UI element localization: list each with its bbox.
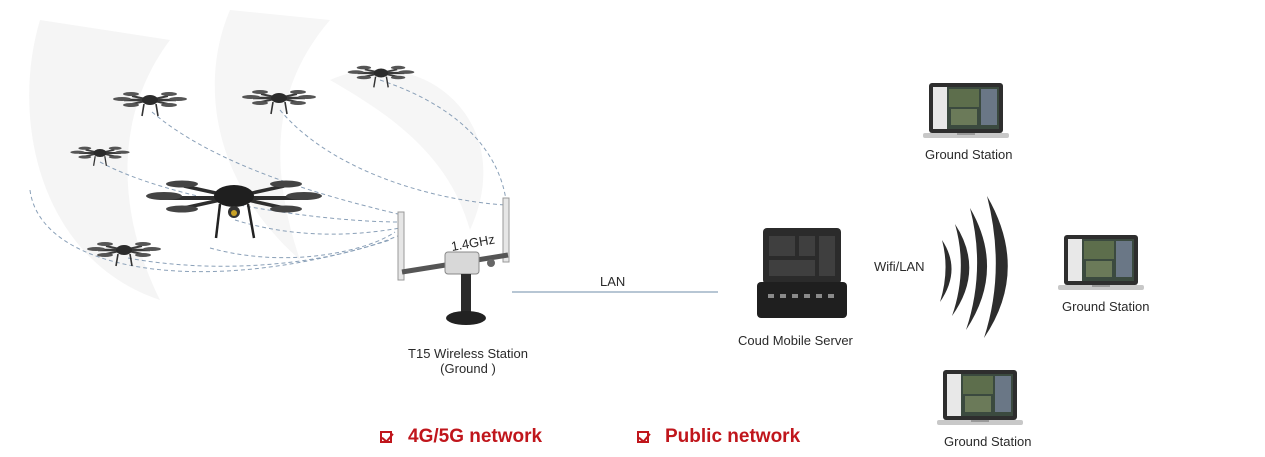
frequency-label: 1.4GHz <box>450 232 496 254</box>
laptop-icon <box>937 370 1023 425</box>
feature-4g5g-network: 4G/5G network <box>380 426 542 448</box>
watermark-logo <box>29 10 484 300</box>
ground-station-label-bottom: Ground Station <box>944 434 1032 449</box>
laptop-icon <box>1058 235 1144 290</box>
cloud-server-label: Coud Mobile Server <box>738 333 853 348</box>
ground-station-label-top: Ground Station <box>925 147 1013 162</box>
feature-label: Public network <box>665 426 801 447</box>
laptop-icon <box>923 83 1009 138</box>
wireless-station-label: T15 Wireless Station (Ground ) <box>400 346 536 376</box>
lan-label: LAN <box>600 274 626 289</box>
checkbox-icon <box>637 431 649 443</box>
ground-station-label-right: Ground Station <box>1062 299 1150 314</box>
wifi-lan-label: Wifi/LAN <box>874 259 925 274</box>
drone-links <box>29 79 507 273</box>
drone-icon <box>146 180 322 239</box>
wifi-signal-icon <box>940 196 1008 338</box>
antenna-station-icon <box>397 197 510 325</box>
feature-label: 4G/5G network <box>408 426 543 447</box>
wireless-station-type: (Ground ) <box>440 361 496 376</box>
wireless-station-name: T15 Wireless Station <box>408 346 528 361</box>
feature-public-network: Public network <box>637 426 800 448</box>
server-case-icon <box>757 228 847 318</box>
checkbox-icon <box>380 431 392 443</box>
